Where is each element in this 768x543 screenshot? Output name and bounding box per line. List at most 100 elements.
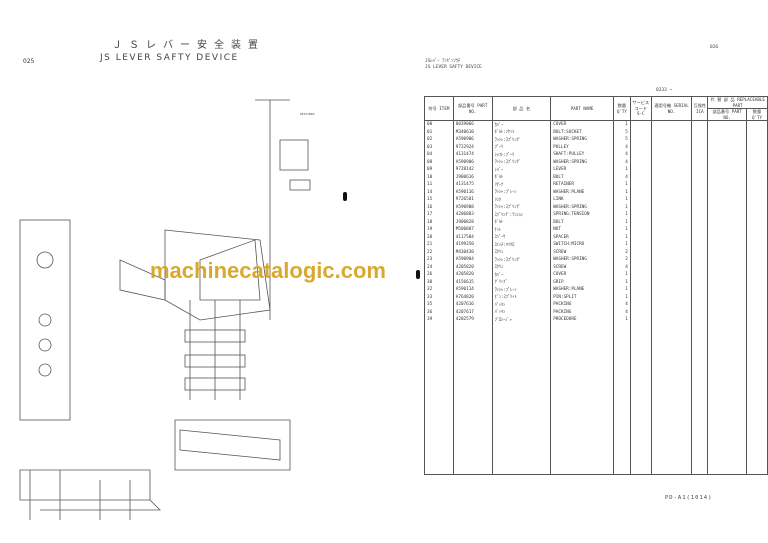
table-cell (746, 166, 768, 174)
table-cell (650, 218, 693, 226)
table-cell: A590114 (452, 286, 493, 294)
table-cell (629, 271, 652, 279)
table-cell: 4207617 (452, 308, 493, 316)
table-cell: 2 (612, 256, 631, 264)
table-cell: M500807 (452, 226, 493, 234)
table-cell: 4205820 (452, 263, 493, 271)
table-cell: LINK (550, 196, 614, 204)
table-cell: 39 (424, 316, 454, 324)
table-cell (707, 241, 747, 249)
parts-table: 符号 ITEM 部品番号 PART NO. 部 品 名 PART NAME 数量… (424, 96, 768, 475)
header-service: サービス コード S-C (629, 96, 652, 121)
table-cell: 24 (424, 263, 454, 271)
table-cell (629, 120, 652, 129)
table-cell: ﾜｯｼｬ:ﾌﾟﾚｰﾝ (491, 188, 552, 196)
table-cell: 10 (424, 173, 454, 181)
header-rep-qty: 数量 Q'TY (746, 108, 768, 121)
table-cell (629, 143, 652, 151)
table-cell (691, 241, 709, 249)
header-name-jp: 部 品 名 (491, 96, 552, 121)
table-cell: 1 (612, 293, 631, 301)
table-cell: COVER (550, 271, 614, 279)
table-cell (707, 143, 747, 151)
table-cell: 4 (612, 151, 631, 159)
table-cell: WASHER:PLANE (550, 188, 614, 196)
table-cell (452, 323, 493, 475)
table-cell: 9728142 (452, 166, 493, 174)
table-cell (746, 226, 768, 234)
table-cell: 4131474 (452, 151, 493, 159)
table-cell (629, 278, 652, 286)
table-cell (707, 151, 747, 159)
table-cell: 04 (424, 151, 454, 159)
table-cell: 1 (612, 120, 631, 129)
table-cell: WASHER:SPRING (550, 203, 614, 211)
table-cell: WASHER:SPRING (550, 158, 614, 166)
table-cell (629, 316, 652, 324)
table-cell (691, 278, 709, 286)
table-cell: 08 (424, 158, 454, 166)
table-cell (746, 308, 768, 316)
table-cell: 4 (612, 308, 631, 316)
table-cell (629, 263, 652, 271)
table-cell: ﾘﾝｸ (491, 196, 552, 204)
table-cell (629, 308, 652, 316)
header-part-name: PART NAME (550, 96, 614, 121)
table-cell (629, 301, 652, 309)
table-cell: 4131475 (452, 181, 493, 189)
table-cell (650, 278, 693, 286)
table-cell (491, 323, 552, 475)
table-cell: 1 (612, 196, 631, 204)
table-cell: 26 (424, 271, 454, 279)
table-cell: WASHER:SPRING (550, 136, 614, 144)
table-cell (691, 271, 709, 279)
table-cell (707, 263, 747, 271)
table-cell (707, 301, 747, 309)
page-number-left: 025 (23, 58, 35, 65)
table-cell (691, 218, 709, 226)
table-cell (650, 166, 693, 174)
table-cell (629, 293, 652, 301)
table-cell: 35 (424, 301, 454, 309)
table-cell: 1 (612, 188, 631, 196)
table-cell: 1 (612, 203, 631, 211)
table-cell (650, 226, 693, 234)
table-cell: ｶﾊﾞｰ (491, 271, 552, 279)
table-cell (691, 173, 709, 181)
table-cell: 4202579 (452, 316, 493, 324)
table-cell (650, 293, 693, 301)
table-cell: M340610 (452, 128, 493, 136)
table-cell (691, 188, 709, 196)
table-cell (707, 158, 747, 166)
table-cell (746, 203, 768, 211)
table-cell: PROCEDURE (550, 316, 614, 324)
table-cell: PACKING (550, 301, 614, 309)
binding-hole-mark (343, 192, 347, 201)
table-cell: SCREW (550, 263, 614, 271)
table-cell (650, 203, 693, 211)
table-cell (650, 241, 693, 249)
table-cell (691, 301, 709, 309)
table-cell (650, 136, 693, 144)
table-cell (691, 286, 709, 294)
table-cell (691, 203, 709, 211)
table-cell (629, 181, 652, 189)
table-cell (707, 181, 747, 189)
table-cell: ﾅｯﾄ (491, 226, 552, 234)
table-cell (691, 181, 709, 189)
table-cell: 1 (612, 218, 631, 226)
title-jp: ＪＳレバー安全装置 (112, 40, 265, 51)
header-serial: 適用号機 SERIAL NO. (650, 96, 693, 121)
table-cell: 4199350 (452, 241, 493, 249)
table-cell (707, 120, 747, 129)
table-cell (650, 248, 693, 256)
